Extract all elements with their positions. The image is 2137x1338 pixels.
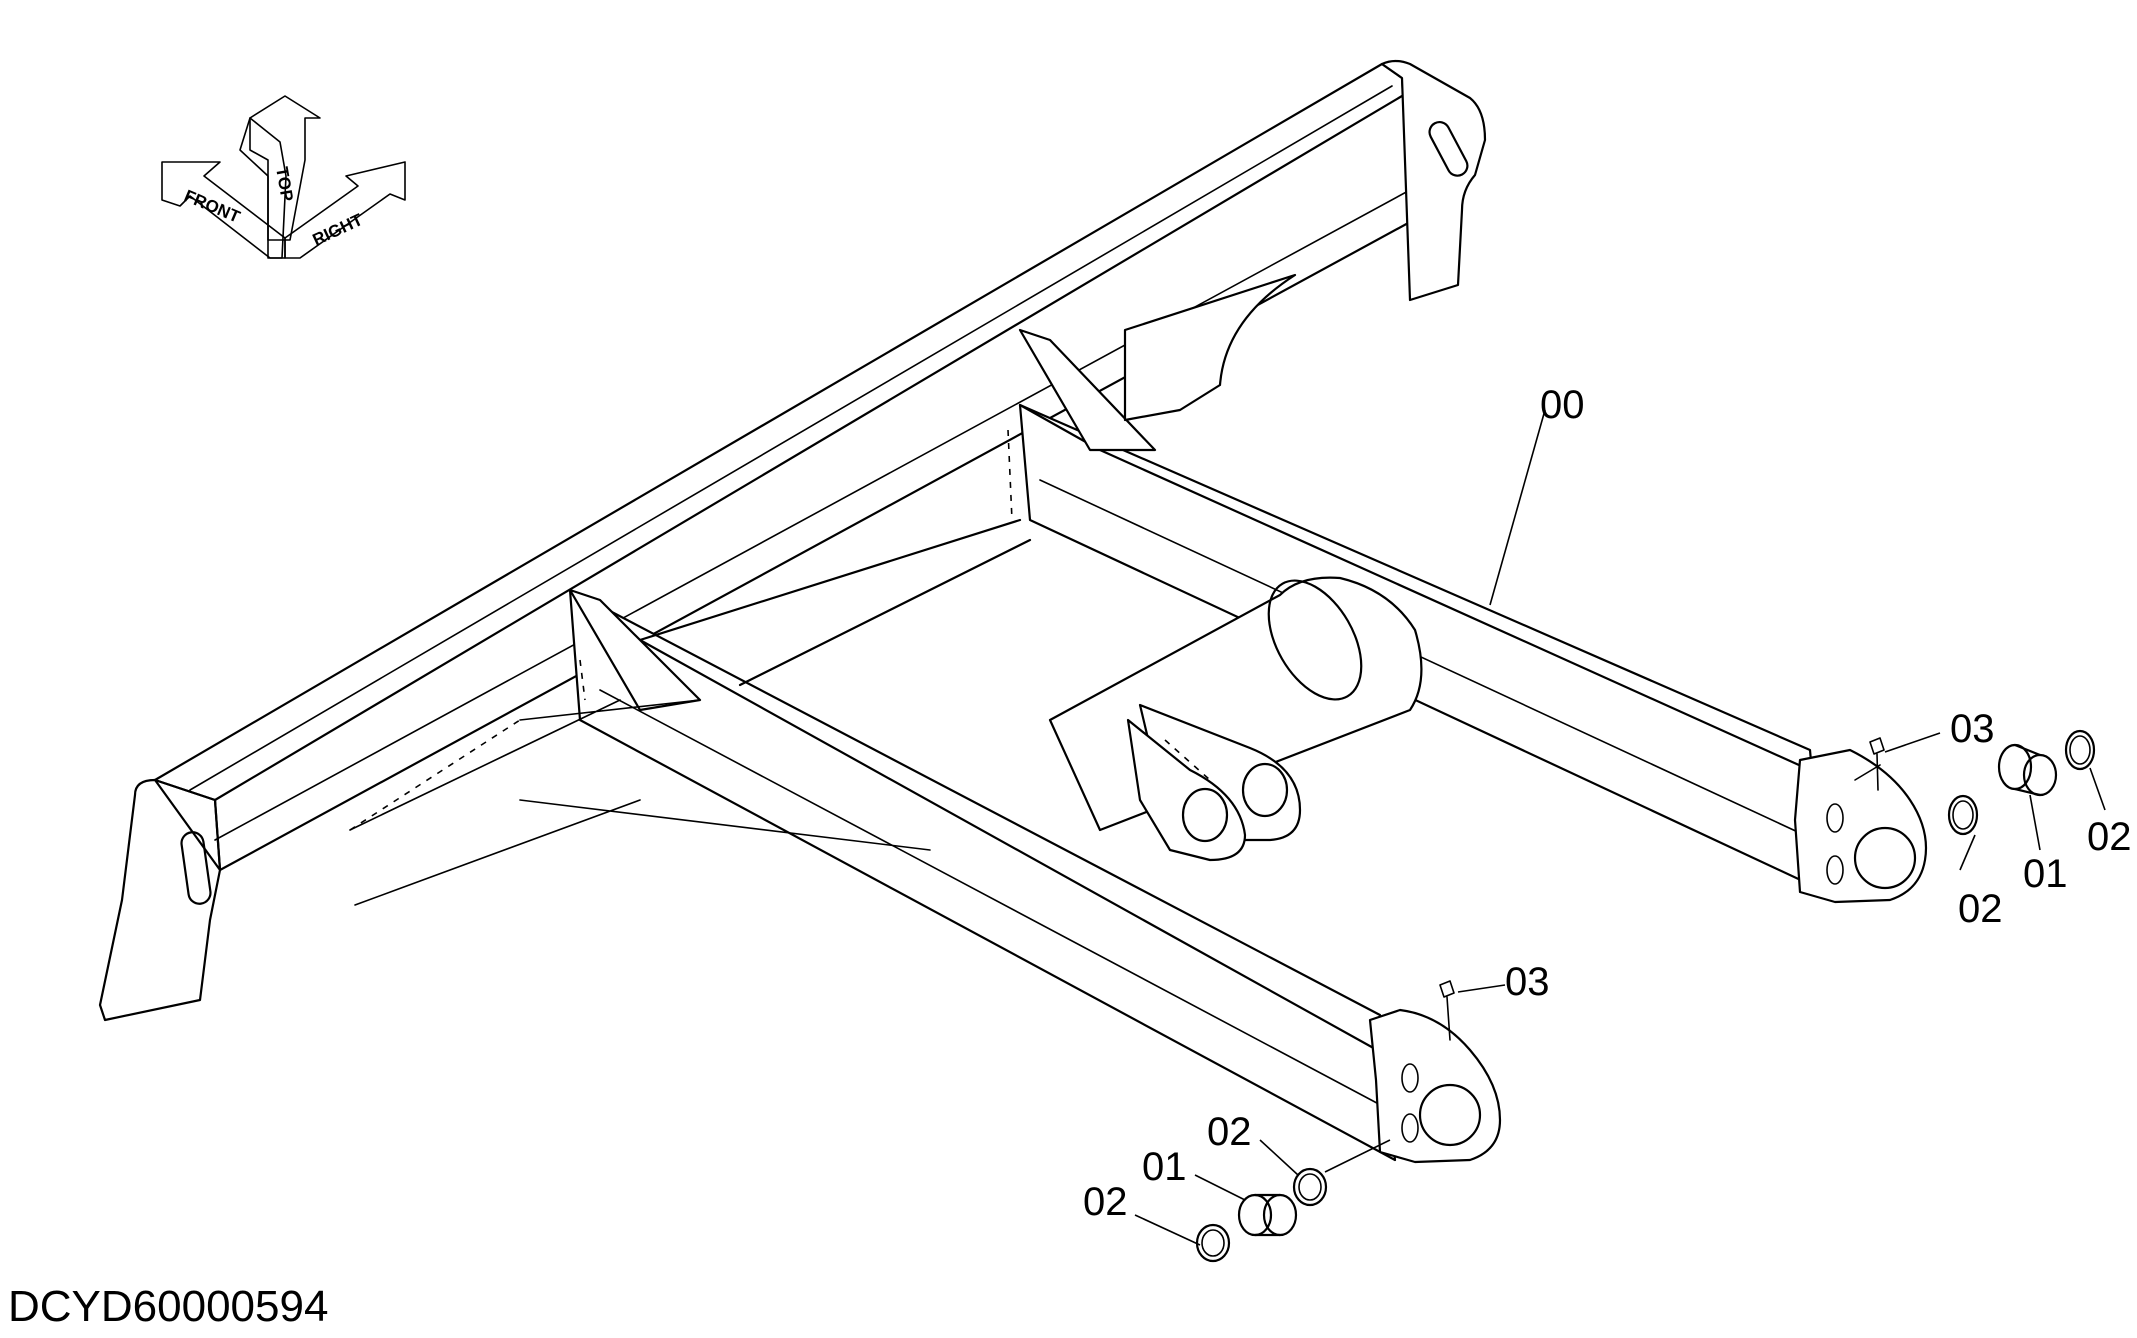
left-pivot-end [1368, 1008, 1502, 1164]
drawing-id: DCYD60000594 [8, 1282, 329, 1331]
leader-lines [1134, 409, 2106, 1246]
callout-bushing-right: 01 [2023, 852, 2068, 896]
left-end-slot [180, 831, 212, 905]
callout-frame: 00 [1540, 383, 1585, 427]
direction-label-top: TOP [272, 165, 297, 202]
callout-bushing-left: 01 [1142, 1145, 1187, 1189]
right-gusset [1018, 328, 1157, 452]
right-end-plate [1380, 59, 1487, 302]
orientation-indicator: FRONT TOP RIGHT [161, 95, 406, 259]
washer-right-outer [2064, 729, 2096, 771]
callout-washer-right-inner: 02 [1958, 887, 2003, 931]
direction-label-right: RIGHT [310, 210, 367, 250]
callout-washer-right-outer: 02 [2087, 815, 2132, 859]
washer-left-outer [1195, 1223, 1231, 1263]
bushing-left [1237, 1193, 1298, 1237]
left-end-plate [98, 778, 222, 1022]
right-upper-plate [1123, 273, 1297, 422]
grease-nipple-right [1869, 737, 1885, 791]
washer-right-inner [1947, 794, 1979, 836]
left-arm-beam [568, 588, 1397, 1162]
right-arm-beam [1018, 403, 1824, 892]
right-end-slot [1428, 121, 1469, 177]
right-pivot-end [1793, 748, 1928, 904]
callout-labels: 00 03 03 02 01 02 02 01 02 [1083, 383, 2132, 1224]
lug-inner [1126, 718, 1247, 862]
direction-label-front: FRONT [181, 186, 243, 227]
grease-nipple-left [1439, 980, 1455, 1041]
swing-frame [98, 59, 1928, 1164]
callout-grease-nipple-left: 03 [1505, 960, 1550, 1004]
bushing-right [1997, 743, 2058, 797]
callout-washer-left-inner: 02 [1207, 1110, 1252, 1154]
callout-grease-nipple-right: 03 [1950, 707, 1995, 751]
callout-washer-left-outer: 02 [1083, 1180, 1128, 1224]
washer-left-inner [1292, 1167, 1328, 1207]
